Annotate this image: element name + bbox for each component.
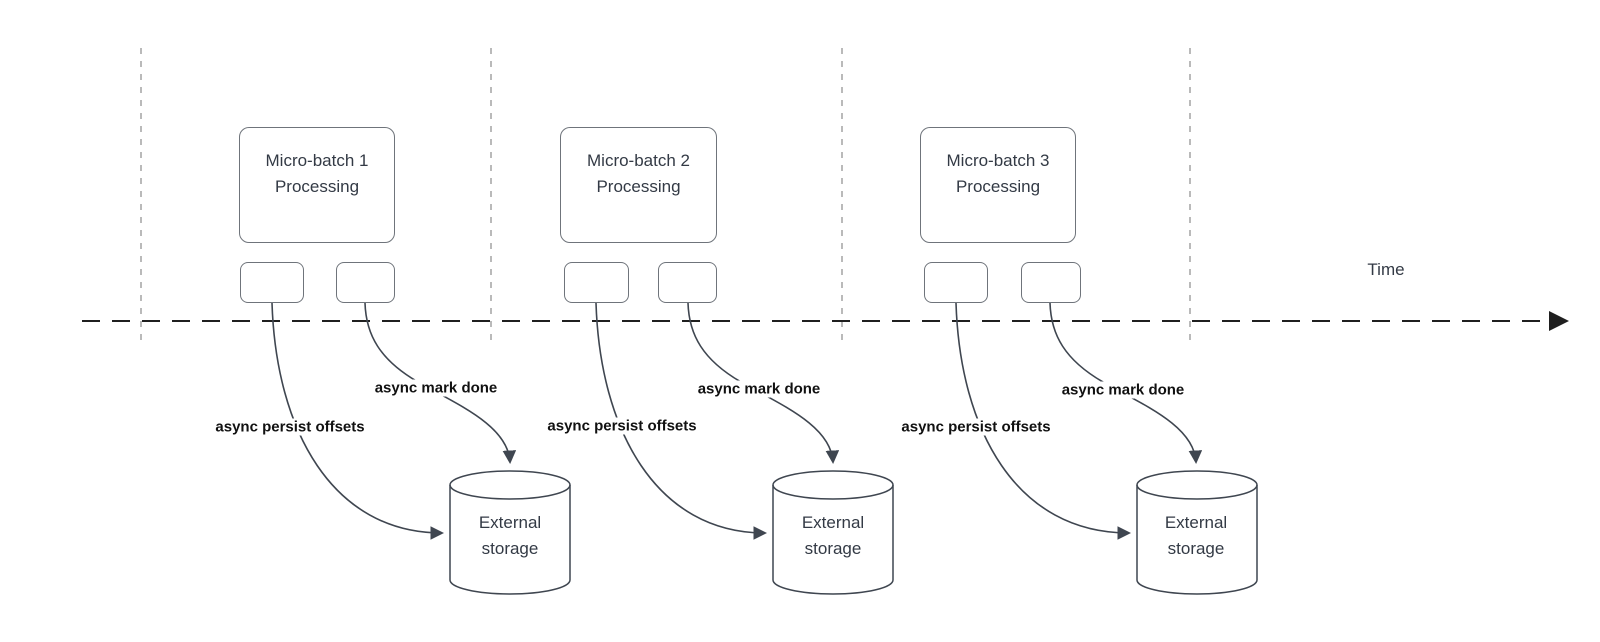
persist-offsets-arrow bbox=[955, 302, 1132, 540]
micro-batch-2-box: Micro-batch 2 Processing bbox=[560, 127, 717, 243]
persist-offsets-label: async persist offsets bbox=[544, 417, 700, 435]
storage-cylinder bbox=[772, 470, 894, 595]
offset-task-box bbox=[564, 262, 629, 303]
storage-cylinder bbox=[1136, 470, 1258, 595]
micro-batch-3-box: Micro-batch 3 Processing bbox=[920, 127, 1076, 243]
persist-offsets-arrow bbox=[271, 302, 445, 540]
micro-batch-box-label-line1: Micro-batch 1 bbox=[265, 151, 369, 170]
mark-done-label: async mark done bbox=[1058, 381, 1188, 399]
micro-batch-box-label-line2: Processing bbox=[955, 177, 1041, 196]
micro-batch-box-label-line2: Processing bbox=[274, 177, 360, 196]
offset-task-box bbox=[240, 262, 304, 303]
mark-done-label: async mark done bbox=[371, 379, 501, 397]
persist-offsets-label: async persist offsets bbox=[898, 418, 1054, 436]
micro-batch-box-label-line2: Processing bbox=[596, 177, 681, 196]
mark-done-label: async mark done bbox=[694, 380, 824, 398]
commit-task-box bbox=[658, 262, 717, 303]
external-storage-label: External storage bbox=[801, 513, 865, 558]
time-axis-label: Time bbox=[1367, 260, 1405, 279]
external-storage-label: External storage bbox=[1164, 513, 1228, 558]
micro-batch-box-label-line1: Micro-batch 2 bbox=[587, 151, 690, 170]
persist-offsets-label: async persist offsets bbox=[212, 418, 368, 436]
micro-batch-box-label-line1: Micro-batch 3 bbox=[946, 151, 1050, 170]
commit-task-box bbox=[1021, 262, 1081, 303]
commit-task-box bbox=[336, 262, 395, 303]
offset-task-box bbox=[924, 262, 988, 303]
external-storage-label: External storage bbox=[478, 513, 542, 558]
micro-batch-1-box: Micro-batch 1 Processing bbox=[239, 127, 395, 243]
persist-offsets-arrow bbox=[595, 302, 768, 540]
storage-cylinder bbox=[449, 470, 571, 595]
